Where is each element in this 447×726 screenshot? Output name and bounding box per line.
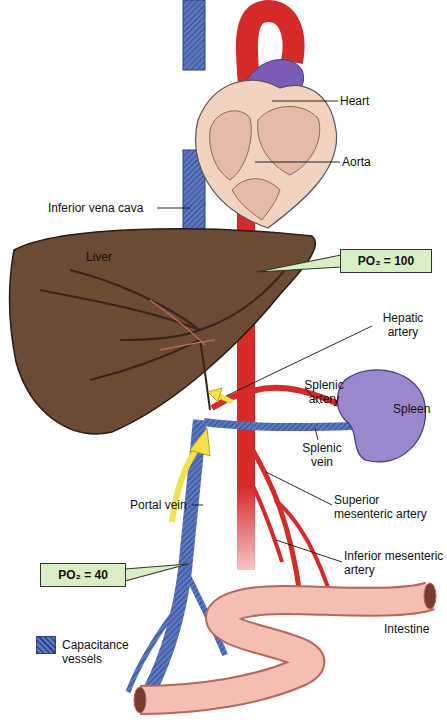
part-label: Hepatic artery — [372, 311, 434, 339]
part-label: Liver — [86, 250, 112, 264]
callout-pointer — [125, 564, 188, 581]
splenic-vein — [204, 422, 352, 427]
part-label: Intestine — [384, 622, 429, 636]
intestine-outline — [140, 596, 430, 700]
liver-arteries — [150, 300, 215, 350]
inferior-mesenteric-artery — [250, 480, 282, 562]
mesenteric-vein — [128, 600, 183, 692]
leader-line — [266, 472, 332, 505]
liver-veins — [40, 270, 285, 410]
intestine — [140, 596, 430, 700]
leader-line — [255, 162, 340, 163]
part-label: Splenic artery — [298, 378, 350, 406]
part-label: Inferior vena cava — [48, 201, 143, 215]
leader-lines — [157, 101, 372, 562]
leader-line — [315, 428, 318, 440]
legend-swatch — [36, 636, 56, 654]
leader-line — [192, 505, 203, 506]
intestine-end — [424, 583, 436, 609]
part-label: Spleen — [393, 402, 430, 416]
callout-box: PO₂ = 40 — [40, 563, 126, 587]
callout-pointer — [257, 255, 341, 272]
superior-vena-cava — [183, 0, 205, 70]
part-label: Inferior mesenteric artery — [344, 549, 447, 577]
callout-box: PO₂ = 100 — [340, 249, 432, 273]
heart-outline — [196, 80, 337, 228]
part-label: Splenic vein — [296, 441, 348, 469]
leader-line — [276, 540, 342, 562]
leader-line — [272, 101, 338, 102]
legend-text: Capacitance vessels — [62, 638, 142, 666]
leader-line — [157, 208, 190, 209]
liver — [10, 229, 316, 434]
part-label: Portal vein — [130, 498, 187, 512]
flow-arrowhead — [208, 388, 222, 402]
part-label: Heart — [340, 94, 369, 108]
leader-line — [226, 326, 372, 396]
flow-arrowhead — [190, 428, 210, 456]
heart-chamber — [258, 106, 320, 175]
callout-text: PO₂ = 40 — [58, 568, 108, 582]
intestine-end — [134, 687, 146, 713]
heart-chamber — [210, 111, 252, 180]
part-label: Superior mesenteric artery — [334, 493, 438, 521]
heart-chamber — [232, 179, 280, 220]
portal-vein — [150, 420, 200, 690]
callout-text: PO₂ = 100 — [358, 254, 414, 268]
mesenteric-branch — [275, 500, 332, 600]
part-label: Aorta — [342, 155, 371, 169]
